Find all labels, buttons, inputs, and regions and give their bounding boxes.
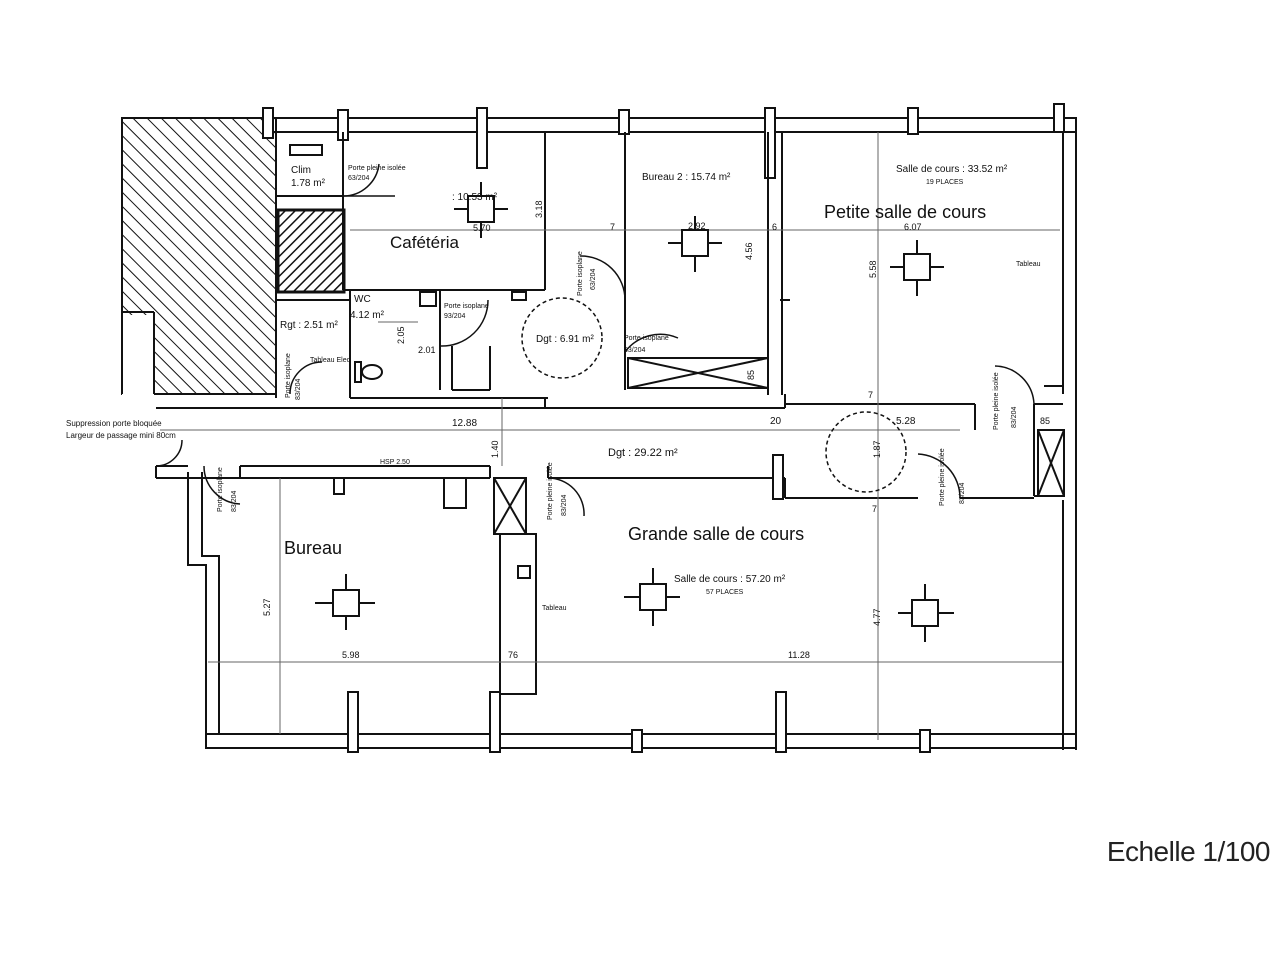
grande-tableau: Tableau bbox=[542, 605, 567, 612]
cupboard-column bbox=[493, 477, 537, 695]
corridor-length: 12.88 bbox=[452, 418, 477, 429]
door-9-label: Porte pleine isolée bbox=[993, 372, 1000, 430]
grande-area: Salle de cours : 57.20 m² bbox=[674, 574, 786, 585]
clim-label: Clim bbox=[291, 165, 311, 176]
cafeteria-area: : 10.53 m² bbox=[452, 192, 498, 203]
dim-6: 6 bbox=[772, 222, 777, 232]
door-7-label: Porte pleine isolée bbox=[547, 462, 554, 520]
corridor-walls bbox=[155, 398, 1034, 509]
door-1-code: 63/204 bbox=[348, 175, 370, 182]
scale-label: Echelle 1/100 bbox=[1106, 836, 1271, 867]
cafeteria-name: Cafétéria bbox=[390, 233, 460, 252]
door-3-label: Porte isoplane bbox=[285, 353, 292, 398]
corridor-width: 1.40 bbox=[490, 440, 500, 458]
door-2-code: 93/204 bbox=[444, 313, 466, 320]
window-posts-bottom bbox=[347, 691, 931, 753]
bureau2-area: Bureau 2 : 15.74 m² bbox=[642, 172, 731, 183]
door-5-label: Porte isoplane bbox=[624, 335, 669, 342]
tableau-elec: Tableau Elec bbox=[310, 357, 351, 364]
dgt-small-area: Dgt : 6.91 m² bbox=[536, 334, 594, 345]
petite-tableau: Tableau bbox=[1016, 261, 1041, 268]
door-8-label: Porte pleine isolée bbox=[939, 448, 946, 506]
cafeteria-dim-w: 5.70 bbox=[473, 223, 491, 233]
window-posts-top bbox=[262, 103, 1065, 179]
clim-unit bbox=[289, 144, 323, 156]
corridor-area: Dgt : 29.22 m² bbox=[608, 447, 678, 459]
door-3-code: 83/204 bbox=[295, 378, 302, 400]
marker-arrows bbox=[315, 182, 954, 642]
bureau2-dim-h: 4.56 bbox=[744, 242, 754, 260]
bureau2-dim-w: 2.92 bbox=[688, 221, 706, 231]
dim-85-b: 85 bbox=[1040, 416, 1050, 426]
door-4-code: 63/204 bbox=[590, 268, 597, 290]
grande-dim-h: 4.77 bbox=[872, 608, 882, 626]
clim-area: 1.78 m² bbox=[291, 178, 326, 189]
turning-circles bbox=[521, 297, 907, 493]
petite-name: Petite salle de cours bbox=[824, 202, 986, 222]
cafeteria-dim-h: 3.18 bbox=[534, 200, 544, 218]
dim-7-a: 7 bbox=[610, 222, 615, 232]
bureau-dim-h: 5.27 bbox=[262, 598, 272, 616]
rgt-area: Rgt : 2.51 m² bbox=[280, 320, 338, 331]
door-5-code: 83/204 bbox=[624, 347, 646, 354]
wc-area: 4.12 m² bbox=[350, 310, 385, 321]
dim-85-a: 85 bbox=[746, 370, 756, 380]
door-4-label: Porte isoplane bbox=[577, 251, 584, 296]
door-1-label: Porte pleine isolée bbox=[348, 165, 406, 172]
petite-dim-h: 5.58 bbox=[868, 260, 878, 278]
room-markers bbox=[332, 195, 939, 627]
corridor-dim-circle: 1.87 bbox=[872, 440, 882, 458]
bureau-dim-w: 5.98 bbox=[342, 650, 360, 660]
grande-places: 57 PLACES bbox=[706, 589, 744, 596]
corridor-hsp: HSP 2.50 bbox=[380, 459, 410, 466]
corridor-dim-right: 5.28 bbox=[896, 416, 916, 427]
hatched-area bbox=[121, 117, 277, 395]
bureau-name: Bureau bbox=[284, 538, 342, 558]
door-swings bbox=[155, 163, 1035, 517]
door-8-code: 83/204 bbox=[959, 482, 966, 504]
dim-7-b: 7 bbox=[868, 390, 873, 400]
grande-name: Grande salle de cours bbox=[628, 524, 804, 544]
door-9-code: 83/204 bbox=[1011, 406, 1018, 428]
petite-area: Salle de cours : 33.52 m² bbox=[896, 164, 1008, 175]
petite-dim-w: 6.07 bbox=[904, 222, 922, 232]
grande-dim-w: 11.28 bbox=[788, 650, 810, 660]
wc-dim-a: 2.05 bbox=[396, 326, 406, 344]
wc-dim-b: 2.01 bbox=[418, 345, 436, 355]
largeur-note: Largeur de passage mini 80cm bbox=[66, 431, 176, 440]
cross-boxes bbox=[627, 357, 1065, 497]
grande-dim-76: 76 bbox=[508, 650, 518, 660]
door-6-code: 83/204 bbox=[231, 490, 238, 512]
door-7-code: 83/204 bbox=[561, 494, 568, 516]
dim-7-c: 7 bbox=[872, 504, 877, 514]
interior-walls bbox=[156, 132, 1063, 497]
petite-places: 19 PLACES bbox=[926, 179, 964, 186]
suppression-note: Suppression porte bloquée bbox=[66, 419, 162, 428]
wc-name: WC bbox=[354, 294, 371, 305]
wc-fixtures bbox=[354, 291, 527, 383]
shaft bbox=[276, 208, 346, 294]
dim-20: 20 bbox=[770, 416, 782, 427]
door-6-label: Porte isoplane bbox=[217, 467, 224, 512]
door-2-label: Porte isoplane bbox=[444, 303, 489, 310]
